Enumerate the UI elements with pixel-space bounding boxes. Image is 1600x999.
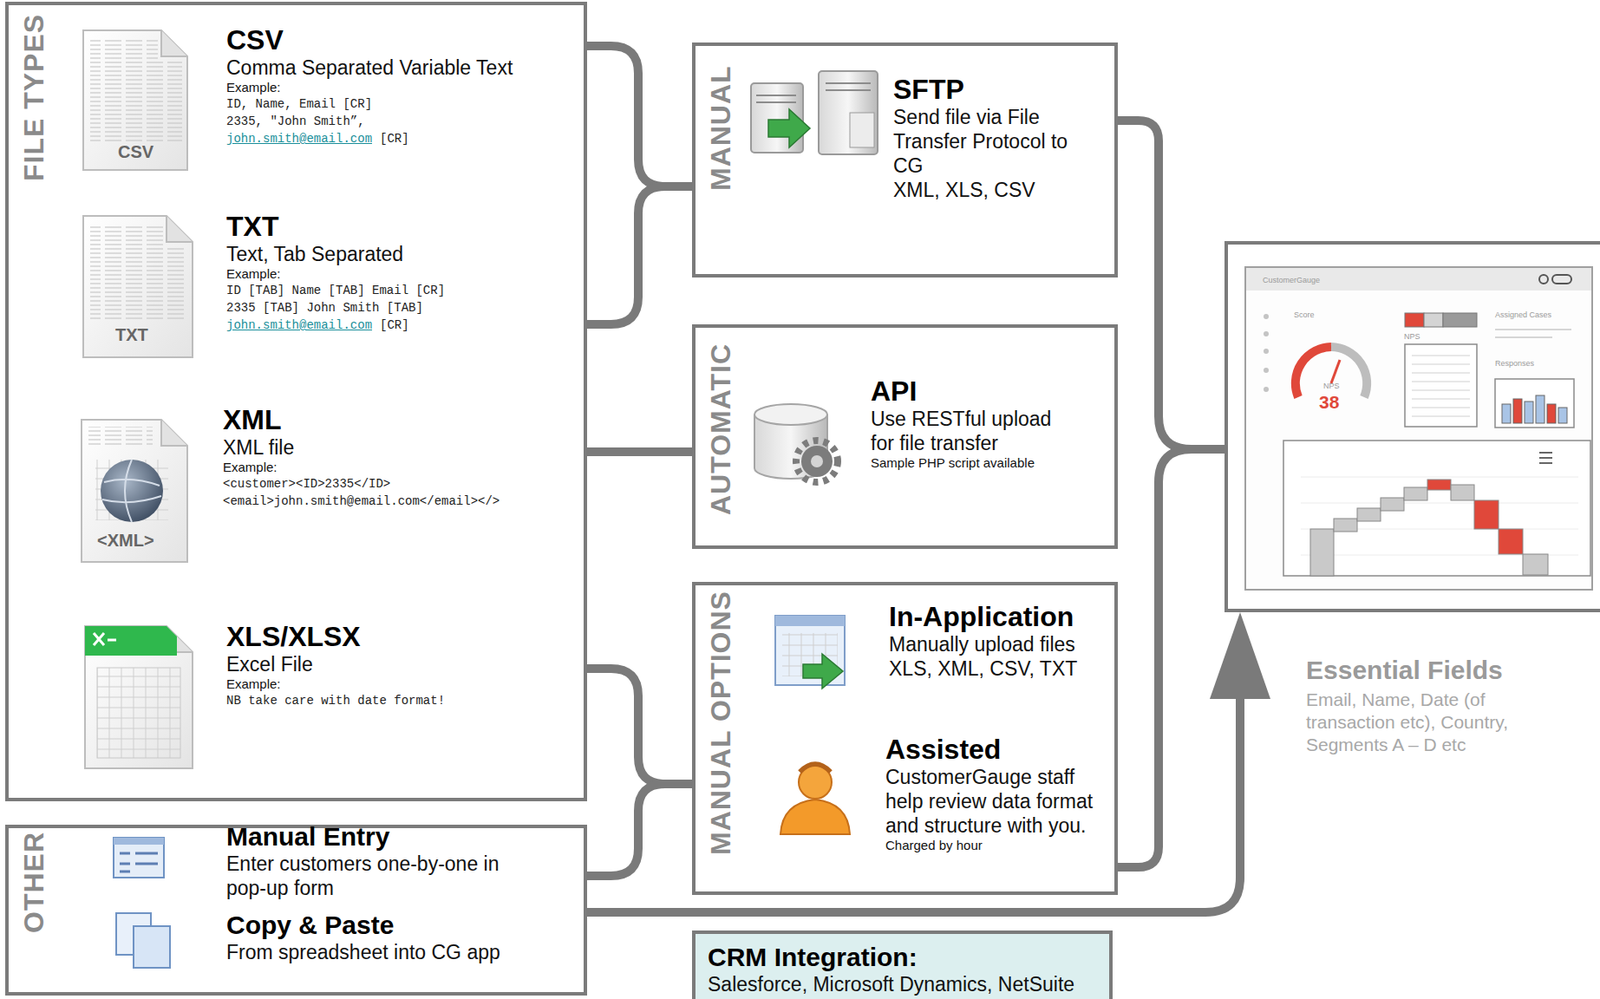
body-text: Text, Tab Separated [226,241,584,267]
upload-icon [775,615,845,689]
group-label: MANUAL OPTIONS [705,590,736,856]
note-text: Example: [222,459,584,476]
group-panel: AUTOMATIC APIUse RESTful upload for file … [692,324,1118,549]
body-text: XML file [222,435,584,460]
example-code: john.smith@email.com [226,130,373,148]
screen-text: CustomerGauge [1262,275,1320,285]
group-label: AUTOMATIC [705,343,736,516]
input-option: Manual EntryEnter customers one-by-one i… [216,822,584,908]
note-text: Email, Name, Date (of transaction etc), … [1306,688,1558,757]
group-panel: MANUAL OPTIONS In-ApplicationManually upl… [692,581,1118,895]
body-text: Salesforce, Microsoft Dynamics, NetSuite [707,972,1098,997]
example-code: john.smith@email.com [226,316,373,334]
dashboard-panel: CustomerGaugeScoreNPS Assigned CasesRespo… [1224,241,1600,613]
note-text: Sample PHP script available [870,455,1112,471]
connector-line [583,783,693,876]
example-code: <email>john.smith@email.com</email></> [222,492,584,510]
group-panel: OTHER Manual EntryEnter customers one-by-… [5,824,588,996]
heading: In-Application [888,600,1112,633]
form-icon [113,837,164,878]
body-text: Enter customers one-by-one in pop-up for… [226,851,539,901]
connector-line [1117,120,1225,450]
screen-text: Score [1293,310,1315,320]
xml-icon [81,419,188,562]
xls-icon [84,626,193,769]
transfer-option: AssistedCustomerGauge staff help review … [876,733,1112,890]
group-panel: FILE TYPESCSVComma Separated Variable Te… [5,1,588,802]
example-code: [CR] [379,316,410,334]
connector-line [583,45,693,187]
group-label: FILE TYPES [19,13,49,182]
note-text: Charged by hour [885,837,1112,854]
connector-line [583,447,693,457]
sftp-icon [751,71,878,155]
file-type-entry: XMLXML fileExample:<customer><ID>2335</I… [216,404,584,569]
note-text: Example: [226,79,584,96]
transfer-option: APIUse RESTful upload for file transferS… [862,375,1112,506]
heading: XML [222,404,584,436]
heading: CSV [226,24,584,56]
heading: SFTP [893,73,1112,105]
connector-line [583,186,693,325]
heading: Assisted [885,733,1112,765]
database-icon [754,404,838,483]
csv-icon [83,30,188,170]
connector-line [1117,449,1225,868]
icon-label: TXT [115,325,149,346]
screen-text: NPS [1323,381,1340,391]
group-label: MANUAL [705,65,736,191]
input-option: Copy & PasteFrom spreadsheet into CG app [216,910,584,991]
arrow-head [1209,612,1271,699]
file-type-entry: TXTText, Tab SeparatedExample:ID [TAB] N… [216,210,584,376]
example-code: ID [TAB] Name [TAB] Email [CR] [226,281,584,300]
example-code: NB take care with date format! [226,692,584,710]
body-text: Manually upload files XLS, XML, CSV, TXT [888,632,1098,681]
body-text: Use RESTful upload for file transfer [870,406,1066,456]
note-heading: Essential Fields [1306,655,1503,686]
heading: Manual Entry [226,822,584,852]
heading: Copy & Paste [226,910,584,941]
body-text: Excel File [226,652,584,677]
person-icon [780,764,850,835]
body-text: CustomerGauge staff help review data for… [885,764,1098,838]
heading: CRM Integration: [707,942,1098,973]
integration-box: CRM Integration:Salesforce, Microsoft Dy… [692,930,1113,999]
screen-text: Responses [1495,359,1535,368]
screen-text: NPS [1404,332,1421,341]
body-text: XML, XLS, CSV [893,177,1112,203]
example-code: 2335 [TAB] John Smith [TAB] [226,299,584,317]
copy-icon [116,913,170,968]
body-text: Send file via File Transfer Protocol to … [893,104,1095,178]
score-value: 38 [1319,391,1339,413]
heading: XLS/XLSX [226,620,584,653]
body-text: Comma Separated Variable Text [226,55,584,80]
file-type-entry: CSVComma Separated Variable TextExample:… [216,24,584,190]
screen-text: Assigned Cases [1495,310,1552,320]
group-label: OTHER [19,831,49,934]
note-text: Example: [226,266,584,282]
txt-icon [83,215,193,358]
example-code: <customer><ID>2335</ID> [222,475,584,493]
example-code: [CR] [379,130,410,148]
transfer-option: In-ApplicationManually upload files XLS,… [880,600,1112,714]
example-code: 2335, "John Smith”, [226,112,584,131]
note-text: Example: [226,676,584,693]
connector-line [583,668,693,784]
heading: TXT [226,210,584,242]
body-text: From spreadsheet into CG app [226,940,584,965]
connector-line [583,698,1241,913]
transfer-option: SFTPSend file via File Transfer Protocol… [884,73,1112,256]
icon-label: CSV [117,142,154,163]
group-panel: MANUAL SFTPSend file via File Transfer Pr… [692,42,1118,278]
example-code: ID, Name, Email [CR] [226,95,584,113]
icon-label: <XML> [97,530,155,551]
dashboard-screenshot [1245,267,1593,590]
file-type-entry: XLS/XLSXExcel FileExample:NB take care w… [216,620,584,769]
heading: API [870,375,1112,407]
